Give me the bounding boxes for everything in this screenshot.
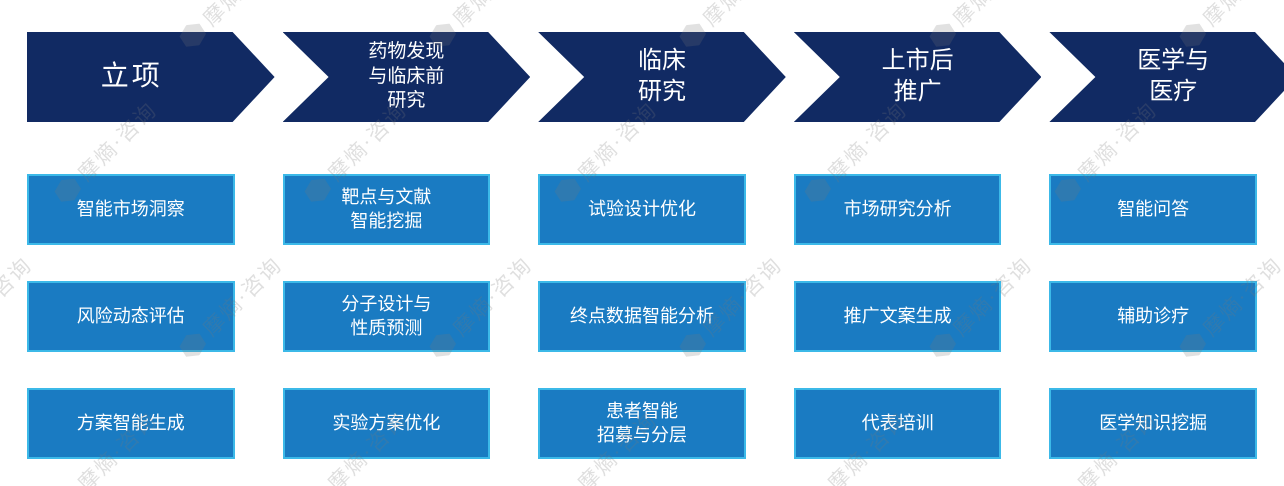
stage-box-list: 智能市场洞察风险动态评估方案智能生成 bbox=[27, 174, 235, 459]
stage-column-5: 医学与 医疗 智能问答辅助诊疗医学知识挖掘 bbox=[1049, 32, 1257, 459]
capability-box-2-3: 实验方案优化 bbox=[282, 388, 491, 459]
capability-box-1-1: 智能市场洞察 bbox=[27, 174, 235, 245]
stage-column-1: 立项 智能市场洞察风险动态评估方案智能生成 bbox=[27, 32, 235, 459]
stage-box-list: 市场研究分析推广文案生成代表培训 bbox=[793, 174, 1002, 459]
capability-box-4-2: 推广文案生成 bbox=[793, 281, 1002, 352]
capability-box-3-2: 终点数据智能分析 bbox=[538, 281, 746, 352]
capability-box-2-2: 分子设计与 性质预测 bbox=[282, 281, 491, 352]
capability-box-1-2: 风险动态评估 bbox=[27, 281, 235, 352]
pipeline-stages: 立项 智能市场洞察风险动态评估方案智能生成 药物发现 与临床前 研究 靶点与文献… bbox=[27, 0, 1284, 459]
capability-box-1-3: 方案智能生成 bbox=[27, 388, 235, 459]
stage-arrow-2: 药物发现 与临床前 研究 bbox=[283, 32, 531, 122]
stage-column-2: 药物发现 与临床前 研究 靶点与文献 智能挖掘分子设计与 性质预测实验方案优化 bbox=[282, 32, 491, 459]
capability-box-4-3: 代表培训 bbox=[793, 388, 1002, 459]
stage-box-list: 靶点与文献 智能挖掘分子设计与 性质预测实验方案优化 bbox=[282, 174, 491, 459]
stage-arrow-5: 医学与 医疗 bbox=[1049, 32, 1284, 122]
stage-box-list: 智能问答辅助诊疗医学知识挖掘 bbox=[1049, 174, 1257, 459]
capability-box-5-3: 医学知识挖掘 bbox=[1049, 388, 1257, 459]
stage-column-4: 上市后 推广 市场研究分析推广文案生成代表培训 bbox=[793, 32, 1002, 459]
stage-arrow-3: 临床 研究 bbox=[538, 32, 786, 122]
capability-box-5-1: 智能问答 bbox=[1049, 174, 1257, 245]
stage-arrow-4: 上市后 推广 bbox=[794, 32, 1042, 122]
capability-box-2-1: 靶点与文献 智能挖掘 bbox=[282, 174, 491, 245]
stage-column-3: 临床 研究 试验设计优化终点数据智能分析患者智能 招募与分层 bbox=[538, 32, 746, 459]
capability-box-3-1: 试验设计优化 bbox=[538, 174, 746, 245]
capability-box-5-2: 辅助诊疗 bbox=[1049, 281, 1257, 352]
capability-box-3-3: 患者智能 招募与分层 bbox=[538, 388, 746, 459]
stage-box-list: 试验设计优化终点数据智能分析患者智能 招募与分层 bbox=[538, 174, 746, 459]
stage-arrow-1: 立项 bbox=[27, 32, 275, 122]
capability-box-4-1: 市场研究分析 bbox=[793, 174, 1002, 245]
